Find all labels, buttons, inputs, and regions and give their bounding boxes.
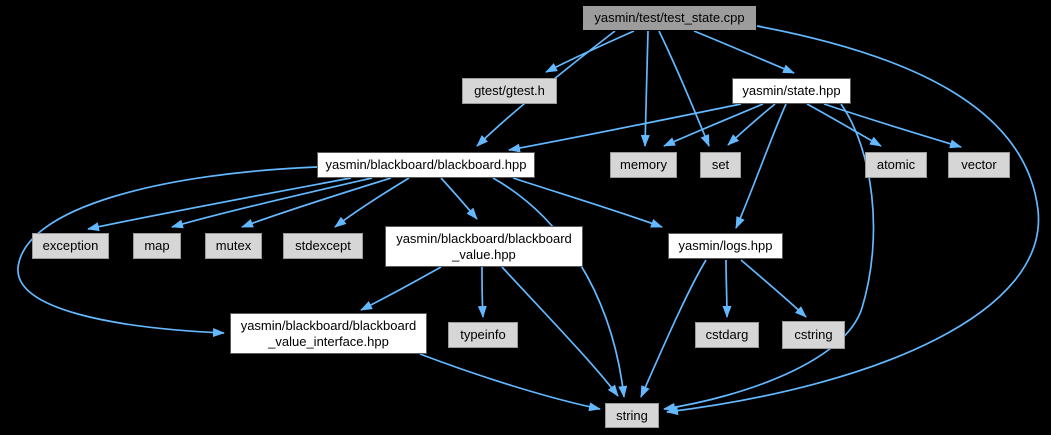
node-cstring: cstring: [782, 321, 845, 349]
edge-blackboard-hpp-to-string: [492, 177, 628, 398]
node-atomic: atomic: [865, 152, 927, 178]
edge-logs-hpp-to-cstdarg: [722, 259, 732, 318]
node-cstdarg: cstdarg: [695, 322, 759, 348]
node-blackboard-value-interface-hpp[interactable]: yasmin/blackboard/blackboard _value_inte…: [230, 313, 427, 354]
node-set: set: [700, 152, 741, 178]
edge-state-hpp-to-set: [727, 103, 776, 146]
node-vector: vector: [948, 152, 1010, 178]
edge-state-hpp-to-blackboard-hpp: [508, 103, 742, 153]
node-stdexcept: stdexcept: [283, 233, 363, 259]
node-logs-hpp[interactable]: yasmin/logs.hpp: [668, 233, 783, 259]
node-gtest-h: gtest/gtest.h: [462, 78, 557, 104]
edge-state-hpp-to-string: [663, 103, 875, 412]
node-mutex: mutex: [205, 233, 262, 259]
edge-test-state-cpp-to-state-hpp: [693, 30, 795, 74]
edge-blackboard-hpp-to-logs-hpp: [512, 177, 663, 228]
edge-state-hpp-to-atomic: [806, 103, 882, 147]
edge-blackboard-hpp-to-mutex: [241, 177, 392, 228]
edge-blackboard-hpp-to-exception: [87, 177, 352, 232]
node-state-hpp[interactable]: yasmin/state.hpp: [732, 78, 851, 104]
node-typeinfo: typeinfo: [448, 322, 518, 348]
edge-blackboard-hpp-to-stdexcept: [334, 177, 410, 228]
edge-blackboard-value-hpp-to-typeinfo: [477, 266, 487, 318]
edge-blackboard-value-hpp-to-string: [501, 266, 619, 397]
edge-blackboard-value-interface-hpp-to-string: [419, 353, 601, 412]
edge-blackboard-value-hpp-to-blackboard-value-interface-hpp: [360, 266, 442, 311]
edge-blackboard-hpp-to-map: [171, 177, 373, 229]
edge-blackboard-hpp-to-blackboard-value-hpp: [440, 177, 478, 220]
node-memory: memory: [610, 152, 677, 178]
edge-state-hpp-to-memory: [663, 103, 764, 147]
node-test-state-cpp: yasmin/test/test_state.cpp: [582, 5, 757, 31]
edge-logs-hpp-to-cstring: [740, 259, 807, 318]
edge-logs-hpp-to-string: [640, 259, 707, 398]
node-blackboard-hpp[interactable]: yasmin/blackboard/blackboard.hpp: [317, 152, 535, 178]
edge-test-state-cpp-to-memory: [640, 30, 650, 147]
edge-state-hpp-to-logs-hpp: [735, 103, 787, 229]
node-map: map: [133, 233, 181, 259]
node-exception: exception: [32, 233, 109, 259]
edge-blackboard-hpp-to-blackboard-value-interface-hpp: [17, 166, 318, 338]
edge-state-hpp-to-vector: [823, 103, 962, 149]
node-blackboard-value-hpp[interactable]: yasmin/blackboard/blackboard _value.hpp: [385, 226, 583, 267]
node-string: string: [605, 403, 659, 428]
edge-test-state-cpp-to-string: [666, 25, 1040, 416]
edge-test-state-cpp-to-set: [658, 30, 710, 147]
